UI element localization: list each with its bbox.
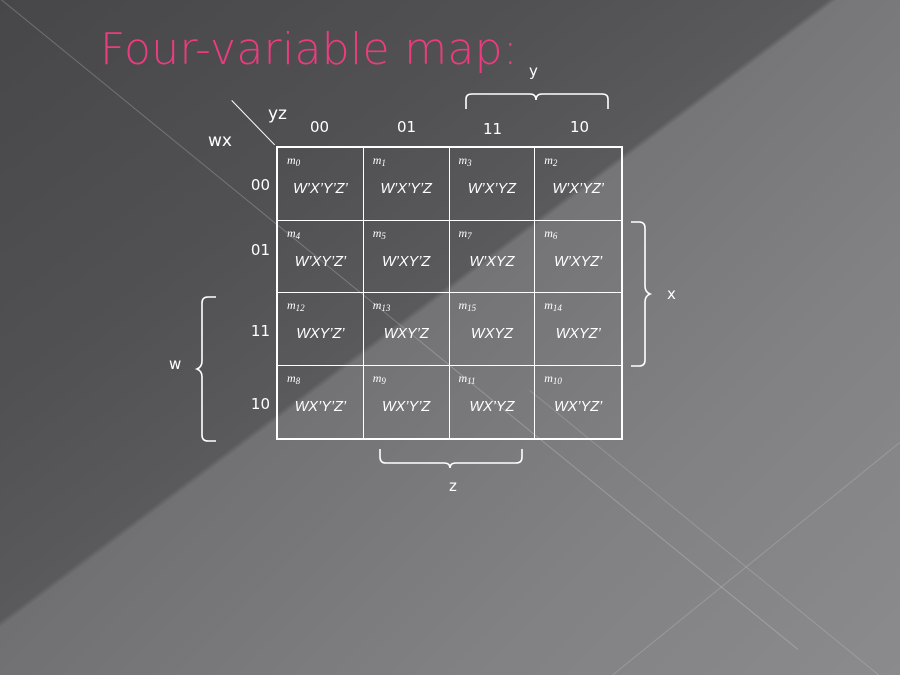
kmap-cell-m0[interactable]: m0 W’X’Y’Z’ [278, 148, 364, 221]
kmap-cell-m13[interactable]: m13 WXY’Z [363, 293, 450, 366]
kmap-cell-minterm-label: m10 [544, 370, 562, 386]
kmap-row-header-3: 10 [250, 395, 270, 413]
kmap-cell-minterm-label: m2 [544, 153, 558, 168]
kmap-cell-minterm-label: m3 [458, 153, 472, 168]
kmap-cell-minterm-label: m4 [287, 225, 301, 241]
kmap-cell-m4[interactable]: m4 W’XY’Z’ [278, 220, 364, 293]
kmap-cell-m6[interactable]: m6 W’XYZ’ [535, 221, 621, 293]
kmap-column-header-2: 11 [482, 120, 503, 138]
kmap-cell-minterm-label: m9 [372, 370, 386, 386]
group-brace-w [194, 296, 216, 442]
kmap-cell-minterm-label: m15 [458, 298, 477, 313]
kmap-row-header-2: 11 [250, 322, 270, 340]
kmap-cell-term: WX’YZ [469, 398, 515, 415]
group-label-y: y [529, 62, 538, 80]
karnaugh-map-grid: m0 W’X’Y’Z’ m1 W’X’Y’Z m3 W’X’YZ m2 W’X’… [276, 146, 623, 440]
kmap-cell-term: WX’Y’Z [381, 398, 431, 415]
kmap-cell-term: W’X’YZ [467, 181, 517, 197]
kmap-cell-term: W’X’Y’Z [380, 181, 432, 197]
page-title: Four-variable map: [100, 24, 518, 75]
group-label-w: w [169, 355, 182, 373]
kmap-cell-m14[interactable]: m14 WXYZ’ [535, 293, 621, 366]
kmap-cell-minterm-label: m5 [372, 225, 386, 241]
kmap-column-header-0: 00 [309, 118, 330, 136]
kmap-cell-m15[interactable]: m15 WXYZ [449, 293, 536, 366]
kmap-cell-m11[interactable]: m11 WX’YZ [450, 365, 536, 438]
kmap-column-header-3: 10 [569, 118, 590, 136]
kmap-corner-label-wx: wx [208, 131, 232, 151]
kmap-row-header-1: 01 [250, 241, 270, 259]
kmap-corner-label-yz: yz [268, 104, 287, 124]
kmap-cell-minterm-label: m6 [544, 225, 558, 241]
kmap-cell-m3[interactable]: m3 W’X’YZ [449, 148, 536, 221]
kmap-cell-m8[interactable]: m8 WX’Y’Z’ [278, 365, 364, 438]
kmap-cell-term: WX’Y’Z’ [294, 398, 347, 415]
kmap-cell-m2[interactable]: m2 W’X’YZ’ [535, 148, 621, 221]
group-label-x: x [667, 285, 676, 303]
kmap-cell-term: WXYZ [470, 326, 513, 342]
kmap-cell-term: WXY’Z [383, 326, 429, 342]
kmap-cell-term: W’XYZ’ [553, 253, 603, 270]
kmap-cell-m9[interactable]: m9 WX’Y’Z [364, 365, 450, 438]
kmap-cell-term: WXY’Z’ [296, 326, 345, 342]
group-brace-y [465, 93, 609, 109]
kmap-cell-m12[interactable]: m12 WXY’Z’ [278, 293, 364, 366]
group-brace-x [631, 221, 653, 367]
kmap-cell-minterm-label: m8 [287, 370, 301, 386]
kmap-row-header-0: 00 [250, 176, 270, 194]
kmap-cell-term: W’X’Y’Z’ [292, 181, 348, 197]
kmap-cell-term: WXYZ’ [555, 326, 601, 342]
kmap-column-header-1: 01 [396, 118, 417, 136]
kmap-cell-minterm-label: m13 [372, 298, 391, 313]
kmap-cell-term: W’XY’Z’ [294, 253, 347, 270]
kmap-cell-minterm-label: m7 [458, 225, 472, 241]
kmap-cell-minterm-label: m0 [287, 153, 301, 168]
kmap-cell-m7[interactable]: m7 W’XYZ [449, 220, 536, 293]
group-label-z: z [449, 477, 457, 495]
kmap-cell-term: W’XYZ [469, 253, 515, 270]
group-brace-z [379, 449, 523, 469]
kmap-cell-minterm-label: m1 [372, 153, 386, 168]
kmap-cell-m10[interactable]: m10 WX’YZ’ [535, 366, 621, 439]
kmap-cell-minterm-label: m14 [544, 298, 562, 313]
kmap-cell-term: W’X’YZ’ [552, 181, 604, 197]
kmap-cell-minterm-label: m12 [287, 298, 305, 313]
kmap-cell-minterm-label: m11 [458, 370, 476, 386]
kmap-cell-term: W’XY’Z [381, 253, 431, 270]
kmap-cell-term: WX’YZ’ [553, 398, 603, 415]
kmap-cell-m5[interactable]: m5 W’XY’Z [363, 220, 450, 293]
kmap-cell-m1[interactable]: m1 W’X’Y’Z [363, 148, 450, 221]
